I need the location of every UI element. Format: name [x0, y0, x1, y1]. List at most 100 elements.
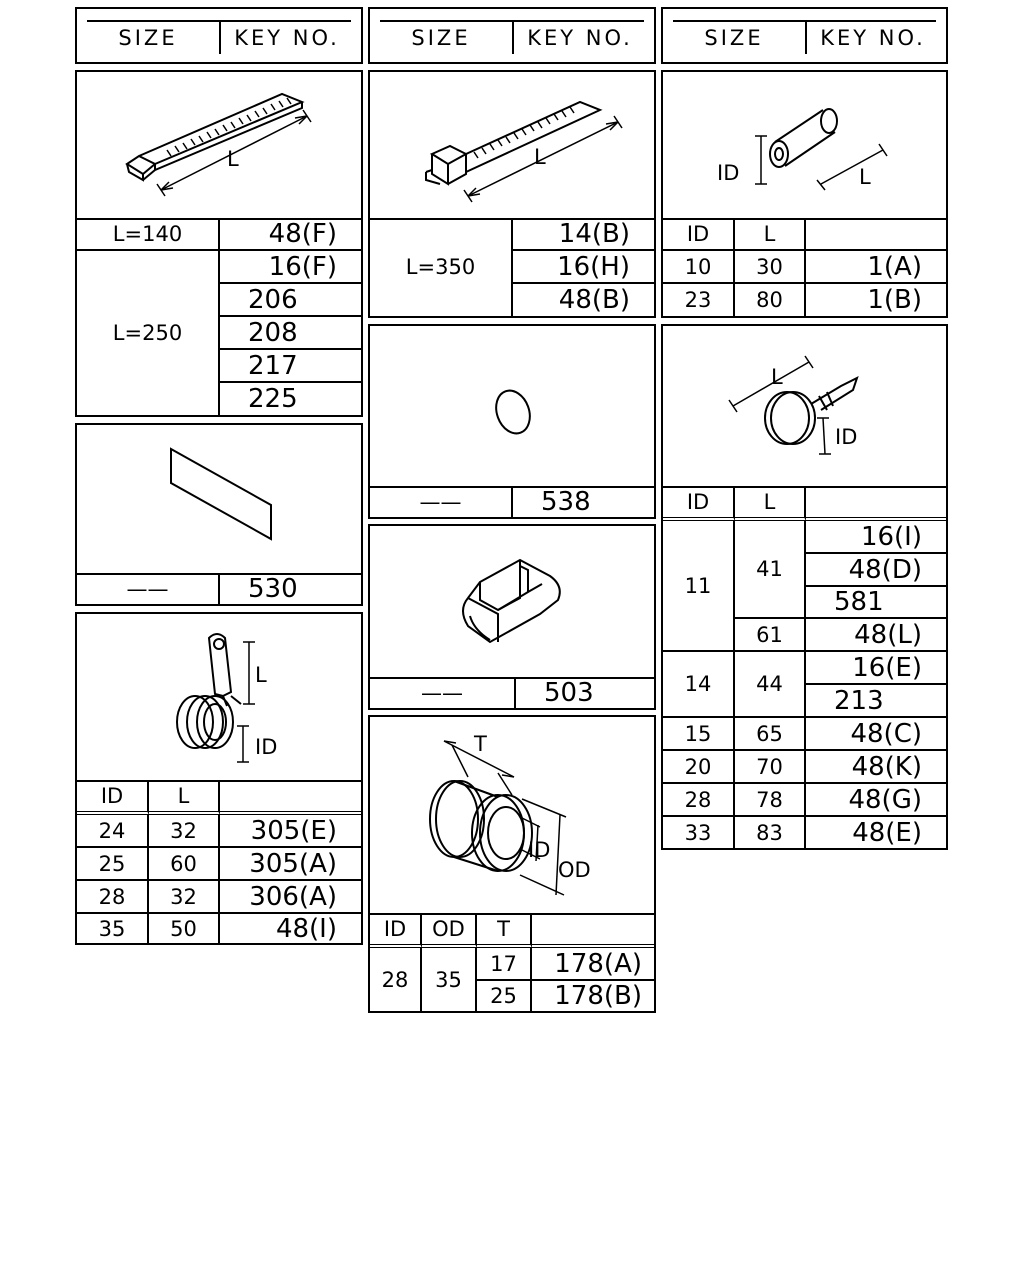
- l-cell: 50: [149, 914, 220, 943]
- l-cell: 30: [735, 251, 806, 284]
- tape-drawing: [170, 447, 272, 541]
- key-no-cell: 538: [541, 486, 591, 517]
- od-cell: 35: [422, 948, 477, 1011]
- l-cell: 44: [735, 652, 806, 718]
- grommet-figure: T ID OD: [370, 717, 654, 915]
- key-no-cell: 178(A): [532, 948, 654, 981]
- key-no-cell: 48(E): [852, 817, 922, 848]
- cushion-figure: [370, 526, 654, 679]
- plug-drawing: [495, 389, 531, 435]
- col-header-id: ID: [77, 780, 149, 815]
- col-header-od: OD: [422, 913, 477, 948]
- plug-figure: [370, 326, 654, 488]
- col-header-l: L: [149, 780, 220, 815]
- t-cell: 17: [477, 948, 532, 981]
- cushion-drawing: [462, 558, 561, 644]
- key-no-cell: 305(E): [220, 815, 361, 848]
- band-clamp-drawing: L ID: [728, 355, 859, 455]
- l-cell: 65: [735, 718, 806, 751]
- size-cell: L=140: [77, 218, 220, 251]
- dim-l-label: L: [534, 145, 546, 169]
- size-cell: L=250: [77, 251, 220, 415]
- key-no-cell: 48(B): [558, 285, 630, 315]
- key-no-cell: 305(A): [220, 848, 361, 881]
- band-clamp-panel: L ID ID L 11 41 16(I) 48(D) 581 61 48(L)…: [661, 324, 948, 850]
- id-cell: 25: [77, 848, 149, 881]
- key-no-header: KEY NO.: [234, 26, 340, 50]
- key-no-cell: 16(F): [220, 251, 361, 284]
- cable-tie-figure: L: [77, 72, 361, 220]
- tube-drawing: ID L: [717, 108, 888, 191]
- clamp-panel: L ID ID L 24 32 305(E) 25 60 305(A) 28 3…: [75, 612, 363, 945]
- header-col1: SIZE KEY NO.: [75, 7, 363, 64]
- dim-id-label: ID: [835, 425, 857, 449]
- col-header-l: L: [735, 218, 806, 251]
- dim-l-label: L: [859, 165, 871, 189]
- col-header-key: [806, 218, 946, 251]
- id-cell: 15: [663, 718, 735, 751]
- id-cell: 10: [663, 251, 735, 284]
- key-no-cell: 48(C): [806, 718, 946, 751]
- key-no-cell: 208: [220, 317, 361, 350]
- id-cell: 14: [663, 652, 735, 718]
- size-header: SIZE: [118, 26, 178, 50]
- col-header-id: ID: [663, 218, 735, 251]
- key-no-cell: 48(L): [806, 619, 946, 652]
- size-cell: ——: [77, 573, 220, 604]
- tape-figure: [77, 425, 361, 575]
- id-cell: 35: [77, 914, 149, 943]
- size-cell: L=350: [370, 218, 513, 316]
- key-no-cell: 206: [220, 284, 361, 317]
- dim-l-label: L: [771, 365, 783, 389]
- dim-id-label: ID: [255, 735, 277, 759]
- key-no-cell: 1(B): [867, 285, 922, 315]
- l-cell: 61: [735, 619, 806, 652]
- dim-od-label: OD: [558, 858, 591, 882]
- id-cell: 23: [663, 284, 735, 316]
- grommet-panel: T ID OD ID OD T 28 35 17 178(A) 25 178(B…: [368, 715, 656, 1013]
- key-no-header: KEY NO.: [820, 26, 926, 50]
- l-cell: 80: [735, 284, 806, 316]
- col-header-id: ID: [663, 486, 735, 521]
- tube-figure: ID L: [663, 72, 946, 220]
- size-cell: ——: [370, 677, 516, 708]
- key-no-cell: 16(E): [806, 652, 946, 685]
- id-cell: 28: [663, 784, 735, 817]
- tape-panel: —— 530: [75, 423, 363, 606]
- band-clamp-figure: L ID: [663, 326, 946, 488]
- cable-tie-drawing: L: [125, 92, 312, 197]
- key-no-cell: 14(B): [513, 218, 654, 251]
- key-no-cell: 306(A): [220, 881, 361, 914]
- l-cell: 32: [149, 881, 220, 914]
- cushion-panel: —— 503: [368, 524, 656, 710]
- tube-panel: ID L ID L 10 30 1(A) 23 80 1(B): [661, 70, 948, 318]
- grommet-drawing: T ID OD: [429, 732, 591, 896]
- l-cell: 32: [149, 815, 220, 848]
- col-header-id: ID: [370, 913, 422, 948]
- col-header-key: [220, 780, 361, 815]
- header-col2: SIZE KEY NO.: [368, 7, 656, 64]
- cable-tie-350-panel: L L=350 14(B) 16(H) 48(B): [368, 70, 656, 318]
- size-cell: ——: [370, 486, 513, 517]
- header-col3: SIZE KEY NO.: [661, 7, 948, 64]
- id-cell: 11: [663, 521, 735, 652]
- cable-tie-panel: L L=140 48(F) L=250 16(F) 206 208 217 22…: [75, 70, 363, 417]
- col-header-t: T: [477, 913, 532, 948]
- plug-panel: —— 538: [368, 324, 656, 519]
- cable-tie-figure: L: [370, 72, 654, 220]
- l-cell: 60: [149, 848, 220, 881]
- size-header: SIZE: [704, 26, 764, 50]
- dim-id-label: ID: [528, 838, 550, 862]
- key-no-cell: 213: [806, 685, 946, 718]
- id-cell: 28: [370, 948, 422, 1011]
- clamp-figure: L ID: [77, 614, 361, 782]
- dim-t-label: T: [473, 732, 487, 756]
- id-cell: 28: [77, 881, 149, 914]
- size-header: SIZE: [411, 26, 471, 50]
- id-cell: 33: [663, 817, 735, 848]
- l-cell: 83: [735, 817, 806, 848]
- dim-id-label: ID: [717, 161, 739, 185]
- key-no-cell: 48(K): [806, 751, 946, 784]
- key-no-cell: 581: [806, 587, 946, 619]
- key-no-cell: 530: [248, 573, 298, 604]
